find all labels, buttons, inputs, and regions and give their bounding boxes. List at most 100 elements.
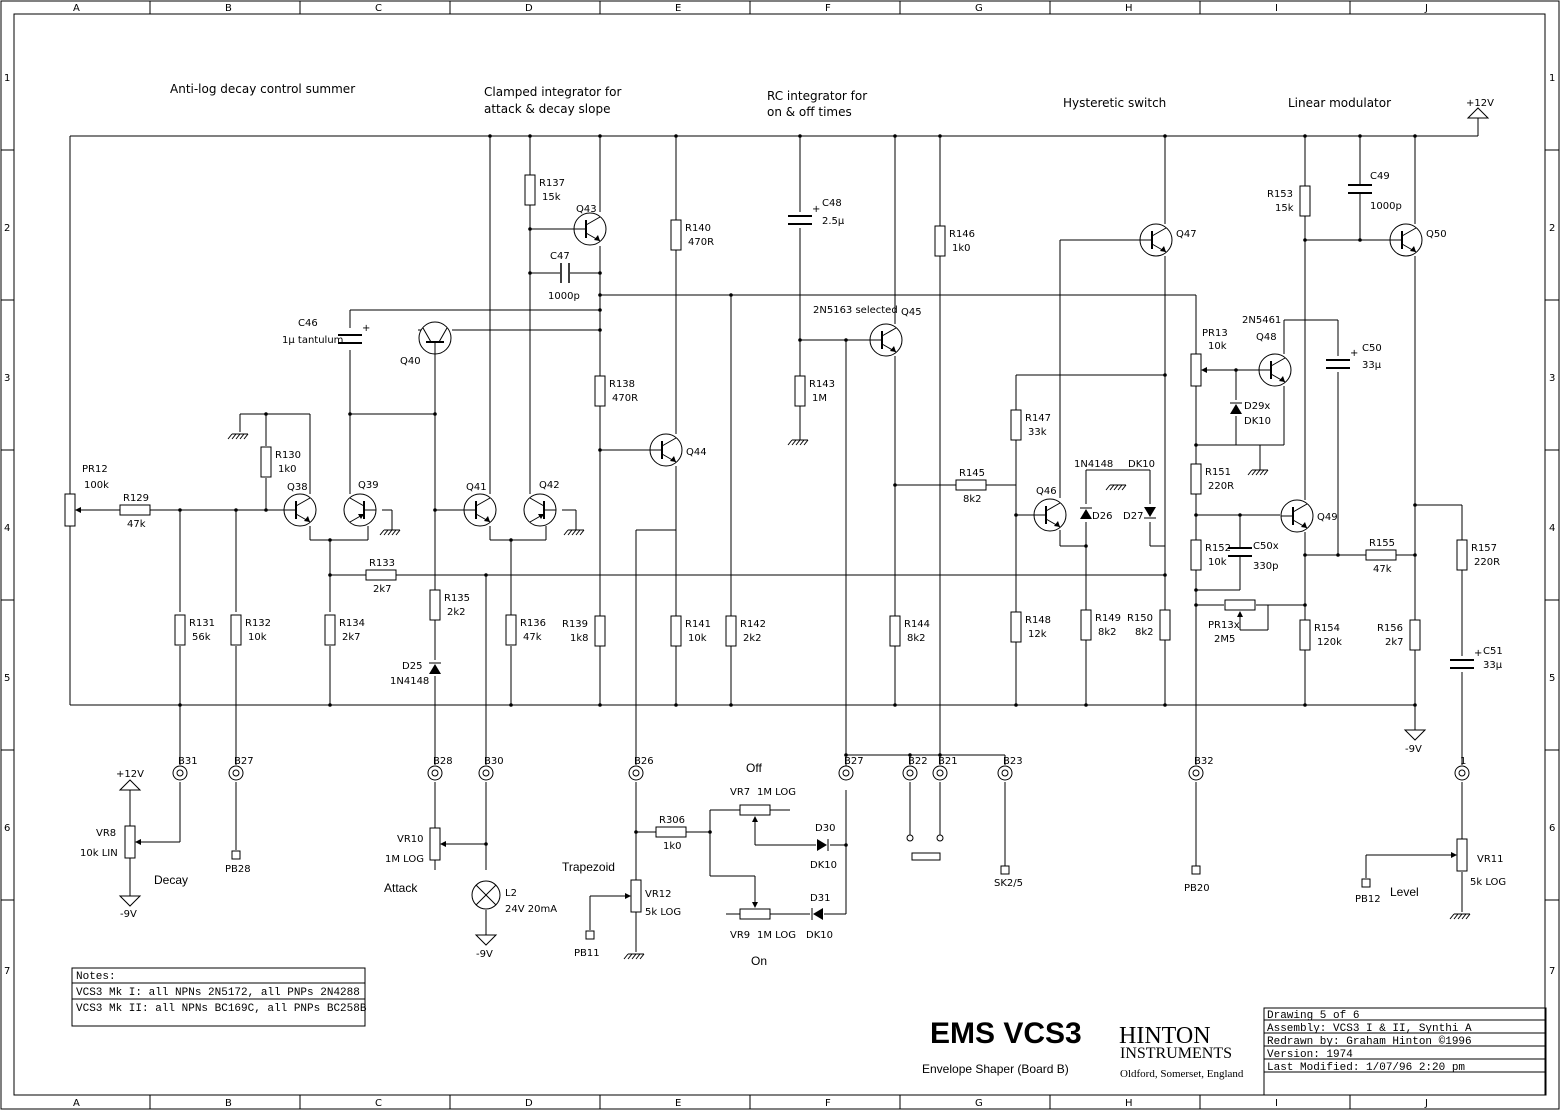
component-value: 10k [1208,341,1227,352]
component-value: 12k [1028,629,1047,640]
component-ref: R150 [1127,613,1153,624]
transistor-q50: Q50 [1389,223,1447,257]
transistor-q49: Q49 [1280,499,1338,533]
transistor-q45: Q45 [869,307,922,357]
connector-pin: B27 [838,756,864,781]
component-ref: R141 [685,619,711,630]
row-label-right: 2 [1549,223,1555,234]
transistor-label: Q48 [1256,332,1277,343]
component-ref: C50 [1362,343,1382,354]
row-label-left: 1 [4,73,10,84]
col-label-bottom: J [1424,1098,1428,1109]
component-value: 8k2 [1135,627,1154,638]
vr8-neg: -9V [120,909,137,920]
component-value: 10k LIN [80,848,118,859]
component-ref: R306 [659,815,685,826]
component-value: 2k7 [1385,637,1404,648]
component-ref: R151 [1205,467,1231,478]
section-rc-2: on & off times [767,105,852,119]
connector-pin: B28 [427,756,453,781]
col-label-bottom: G [975,1098,983,1109]
component-ref: R131 [189,618,215,629]
transistor-q40: Q40 [400,321,452,367]
connector-pin: B30 [478,756,504,781]
col-label-bottom: A [73,1098,80,1109]
pin-label: B23 [1003,756,1023,767]
component-ref: D29x [1244,401,1270,412]
sk25-label: SK2/5 [994,878,1023,889]
diode-d27 [1144,507,1156,519]
col-label-bottom: E [675,1098,681,1109]
components: R1301k0R13156kR13210kR1342k7R1352k2R1364… [64,171,1506,960]
section-clamped-1: Clamped integrator for [484,85,621,99]
component-value: 1M LOG [385,854,424,865]
pin-label: B31 [178,756,198,767]
transistor-label: Q40 [400,356,421,367]
d26-label: D26 [1092,511,1112,522]
component-value: 220R [1208,481,1234,492]
connector-pin: B26 [628,756,654,781]
component-ref: C50x [1253,541,1279,552]
component-value: 10k [688,633,707,644]
section-clamped-2: attack & decay slope [484,102,610,116]
rail-neg-label: -9V [1405,744,1422,755]
component-ref: R135 [444,593,470,604]
transistor-q43: Q43 [573,204,607,246]
ground-symbol [227,433,249,440]
component-value: 2k7 [342,632,361,643]
brand-address: Oldford, Somerset, England [1120,1068,1244,1080]
terminal-pad [1191,865,1201,875]
col-label-top: F [825,3,831,14]
brand-sub: INSTRUMENTS [1120,1045,1232,1062]
transistor-q44: Q44 [649,433,707,467]
component-value: 2k2 [447,607,466,618]
tb-drawing: Drawing 5 of 6 [1267,1010,1359,1022]
resistor-r135: R135 2k2 [429,589,470,621]
component-value: 33µ [1362,360,1382,371]
component-ref: R136 [520,618,546,629]
transistor-label: Q39 [358,480,379,491]
pin-label: 1 [1460,756,1466,767]
component-ref: R155 [1369,538,1395,549]
pin-label: B30 [484,756,504,767]
component-value: 1k0 [663,841,682,852]
component-value: 100k [84,480,109,491]
component-ref: R143 [809,379,835,390]
component-ref: R157 [1471,543,1497,554]
component-value: 47k [127,519,146,530]
decay-label: Decay [154,873,188,887]
pin-label: B21 [938,756,958,767]
component-ref: R142 [740,619,766,630]
component-value: 220R [1474,557,1500,568]
diode-d26 [1080,507,1092,519]
component-ref: R152 [1205,543,1231,554]
connector-pin: B31 [172,756,198,781]
tb-assembly: Assembly: VCS3 I & II, Synthi A [1267,1023,1472,1035]
d26-part: 1N4148 [1074,459,1113,470]
component-value: 33k [1028,427,1047,438]
row-label-right: 7 [1549,966,1555,977]
notes-box: Notes: VCS3 Mk I: all NPNs 2N5172, all P… [71,967,367,1027]
transistor-q41: Q41 [463,482,497,527]
row-label-left: 5 [4,673,10,684]
component-value: 1M LOG [757,787,796,798]
notes-line-2: VCS3 Mk II: all NPNs BC169C, all PNPs BC… [76,1003,367,1015]
tb-redrawn: Redrawn by: Graham Hinton ©1996 [1267,1036,1472,1048]
switch-b22-b21 [906,834,944,861]
title-area: EMS VCS3 Envelope Shaper (Board B) HINTO… [922,1017,1244,1080]
